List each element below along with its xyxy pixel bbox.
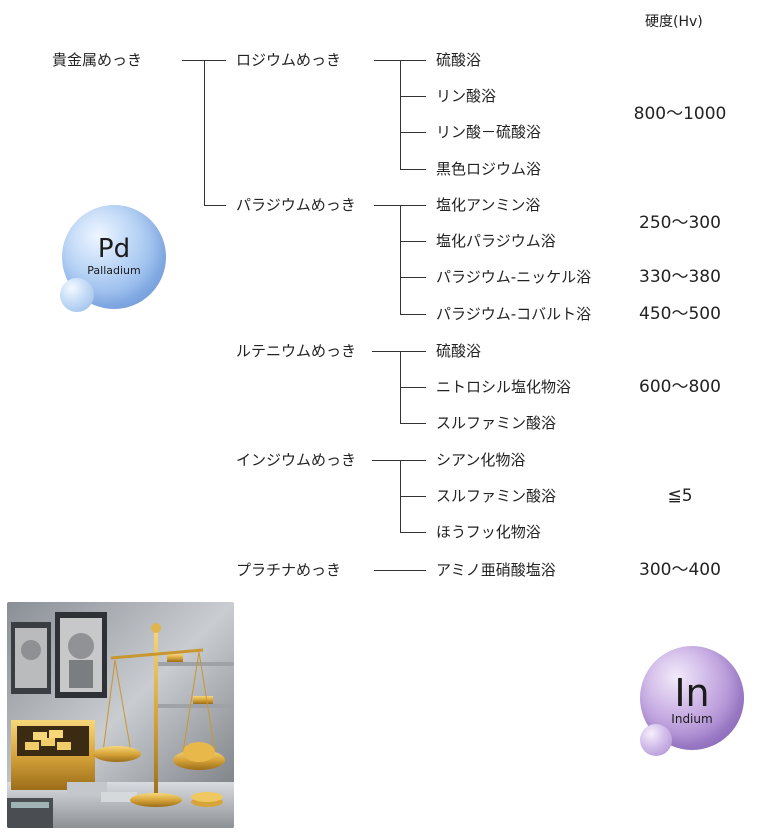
palladium-sphere-small <box>60 278 94 312</box>
bath-label: 黒色ロジウム浴 <box>436 160 542 178</box>
palladium-branch <box>400 314 426 315</box>
bath-label: リン酸－硫酸浴 <box>436 123 542 141</box>
palladium-trunk <box>400 205 401 314</box>
indium-branch <box>400 496 426 497</box>
bath-label: スルファミン酸浴 <box>436 414 557 432</box>
rhodium-branch <box>400 96 426 97</box>
hardness-value: 600～800 <box>639 377 721 397</box>
bath-label: 硫酸浴 <box>436 51 482 69</box>
hardness-value: 450～500 <box>639 304 721 324</box>
bath-label: 硫酸浴 <box>436 342 482 360</box>
indium-name: Indium <box>671 712 713 726</box>
bath-label: スルファミン酸浴 <box>436 487 557 505</box>
bath-label: ほうフッ化物浴 <box>436 523 541 541</box>
palladium-symbol: Pd <box>97 234 131 264</box>
ruthenium-branch <box>400 387 426 388</box>
category-platinum: プラチナめっき <box>236 561 342 579</box>
bath-label: パラジウム-ニッケル浴 <box>436 268 592 286</box>
hardness-value: 330～380 <box>639 267 721 287</box>
ruthenium-branch <box>400 423 426 424</box>
category-indium: インジウムめっき <box>236 451 357 469</box>
rhodium-trunk <box>400 60 401 169</box>
hardness-value: 300～400 <box>639 560 721 580</box>
indium-connector <box>372 460 426 461</box>
bath-label: リン酸浴 <box>436 87 497 105</box>
bath-label: パラジウム-コバルト浴 <box>436 305 592 323</box>
indium-branch <box>400 532 426 533</box>
bath-label: 塩化パラジウム浴 <box>436 232 556 250</box>
palladium-name: Palladium <box>87 264 141 277</box>
hardness-value: 800～1000 <box>633 104 727 124</box>
bath-label: アミノ亜硝酸塩浴 <box>436 561 556 579</box>
root-trunk <box>204 60 205 205</box>
hardness-value: ≦5 <box>667 486 693 506</box>
root-label: 貴金属めっき <box>52 51 143 69</box>
palladium-branch <box>400 277 426 278</box>
hardness-value: 250～300 <box>639 213 721 233</box>
indium-symbol: In <box>674 671 710 715</box>
bath-label: シアン化物浴 <box>436 451 526 469</box>
category-palladium: パラジウムめっき <box>236 196 356 214</box>
rhodium-branch <box>400 132 426 133</box>
platinum-connector <box>374 570 426 571</box>
rhodium-branch <box>400 169 426 170</box>
bath-label: ニトロシル塩化物浴 <box>436 378 572 396</box>
category-ruthenium: ルテニウムめっき <box>236 342 357 360</box>
indium-sphere-small <box>640 724 672 756</box>
category-rhodium: ロジウムめっき <box>236 51 342 69</box>
hardness-header: 硬度(Hv) <box>645 14 703 30</box>
root-branch-palladium <box>204 205 226 206</box>
precious-metals-photo <box>7 602 234 828</box>
ruthenium-connector <box>372 351 426 352</box>
bath-label: 塩化アンミン浴 <box>436 196 541 214</box>
palladium-branch <box>400 241 426 242</box>
